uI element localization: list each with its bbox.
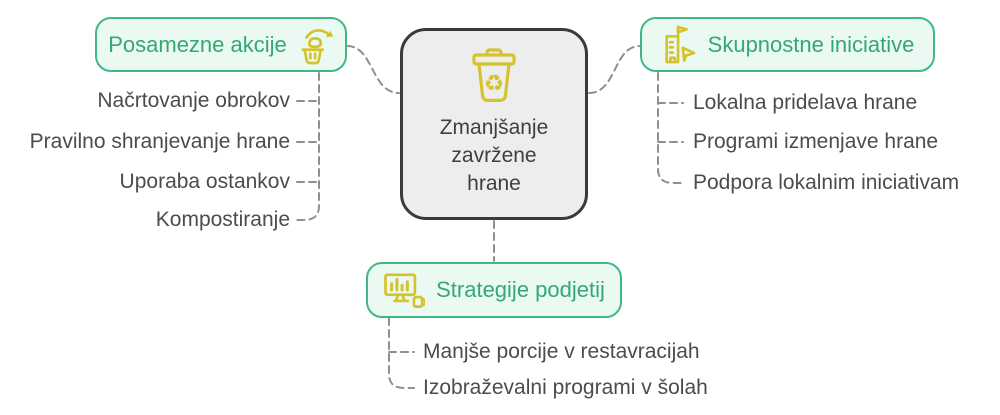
branch-node-posamezne-akcije: Posamezne akcije [95, 17, 347, 72]
central-title-line-2: zavržene [451, 144, 537, 167]
branch-node-strategije-podjetij: Strategije podjetij [366, 262, 622, 318]
hand-throwing-into-bin-icon [301, 28, 334, 64]
leaf-item-kompostiranje: Kompostiranje [155, 208, 290, 231]
svg-text:♻: ♻ [484, 71, 505, 97]
monitor-bar-chart-cup-icon [384, 273, 426, 308]
connector-trunk-strategije [388, 317, 415, 389]
leaf-item-shranjevanje-hrane: Pravilno shranjevanje hrane [29, 130, 290, 153]
branch-node-skupnostne-iniciative: Skupnostne iniciative [640, 17, 935, 72]
connector-trunk-skupnostne [657, 72, 684, 184]
connector-center-to-skupnostne [588, 45, 641, 94]
branch-label-strategije-podjetij: Strategije podjetij [436, 277, 605, 302]
community-building-flag-cursor-icon [665, 25, 696, 63]
leaf-item-podpora-iniciativam: Podpora lokalnim iniciativam [693, 171, 960, 194]
leaf-item-nacrtovanje-obrokov: Načrtovanje obrokov [97, 89, 290, 112]
connector-center-to-posamezne [346, 45, 400, 94]
branch-label-posamezne-akcije: Posamezne akcije [108, 31, 287, 57]
connector-trunk-posamezne [294, 72, 320, 221]
leaf-item-izobrazevalni-programi: Izobraževalni programi v šolah [423, 376, 708, 399]
central-title-line-3: hrane [467, 172, 521, 195]
central-topic-title: Zmanjšanje zavržene hrane [440, 114, 549, 198]
leaf-item-manjse-porcije: Manjše porcije v restavracijah [423, 340, 700, 363]
recycle-bin-icon: ♻ [472, 48, 516, 103]
leaf-item-programi-izmenjave: Programi izmenjave hrane [693, 130, 939, 153]
leaf-item-lokalna-pridelava: Lokalna pridelava hrane [693, 91, 918, 114]
leaf-item-uporaba-ostankov: Uporaba ostankov [119, 170, 290, 193]
central-title-line-1: Zmanjšanje [439, 116, 549, 139]
central-topic-node: ♻ Zmanjšanje zavržene hrane [400, 28, 588, 220]
branch-label-skupnostne-iniciative: Skupnostne iniciative [707, 31, 915, 57]
